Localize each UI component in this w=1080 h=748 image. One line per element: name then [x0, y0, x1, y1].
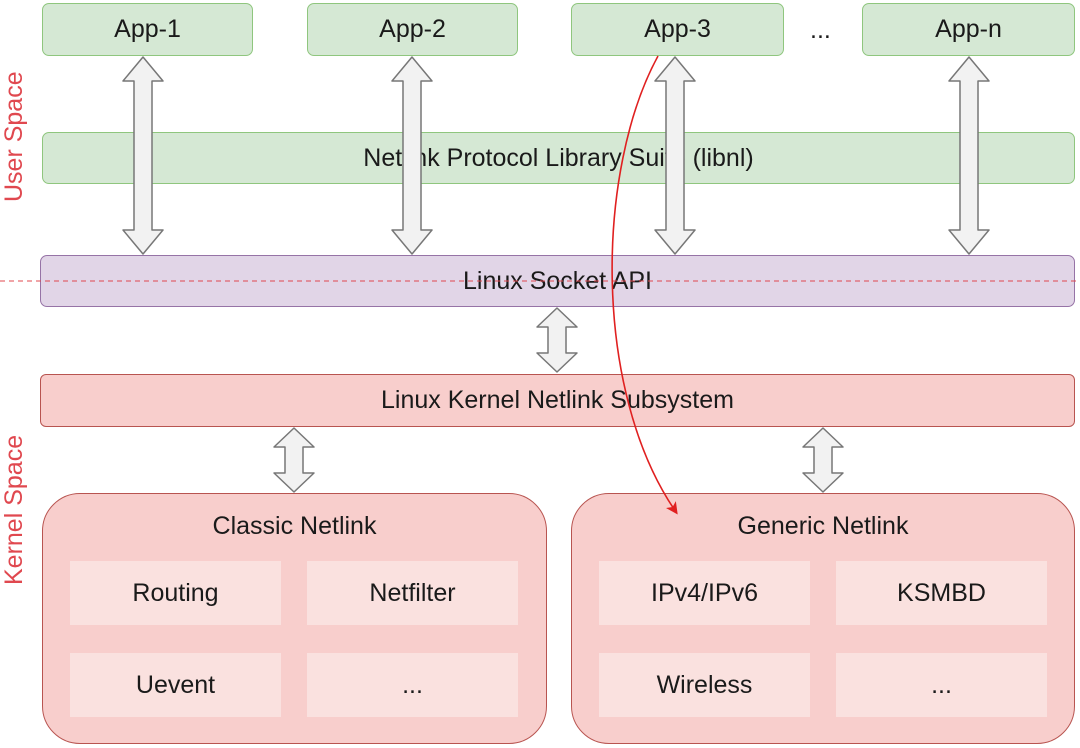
generic-cell-ipv4-ipv6: IPv4/IPv6 [599, 561, 810, 625]
libnl-bar: Netlink Protocol Library Suite (libnl) [42, 132, 1075, 184]
app-box-1: App-1 [42, 3, 253, 56]
app-box-3: App-3 [571, 3, 784, 56]
generic-cell-wireless: Wireless [599, 653, 810, 717]
classic-cell-more: ... [307, 653, 518, 717]
classic-cell-netfilter: Netfilter [307, 561, 518, 625]
app-label: App-n [935, 15, 1002, 43]
app-box-2: App-2 [307, 3, 518, 56]
kernel-space-label: Kernel Space [0, 434, 28, 585]
classic-cell-uevent: Uevent [70, 653, 281, 717]
generic-cell-more: ... [836, 653, 1047, 717]
generic-netlink-title: Generic Netlink [737, 512, 909, 540]
double-arrow-socket-kernel [536, 307, 578, 373]
app-label: App-1 [114, 15, 181, 43]
kernel-netlink-subsystem-bar: Linux Kernel Netlink Subsystem [40, 374, 1075, 427]
classic-netlink-title: Classic Netlink [212, 512, 377, 540]
apps-ellipsis: ... [810, 16, 831, 44]
app-label: App-3 [644, 15, 711, 43]
classic-cell-routing: Routing [70, 561, 281, 625]
generic-cell-ksmbd: KSMBD [836, 561, 1047, 625]
kernel-netlink-subsystem-label: Linux Kernel Netlink Subsystem [381, 386, 734, 414]
libnl-label: Netlink Protocol Library Suite (libnl) [363, 143, 754, 172]
user-space-label: User Space [0, 71, 28, 202]
socket-api-label: Linux Socket API [462, 266, 652, 295]
double-arrow-kernel-generic [802, 427, 844, 493]
app-label: App-2 [379, 15, 446, 43]
double-arrow-kernel-classic [273, 427, 315, 493]
socket-api-bar: Linux Socket API [40, 255, 1075, 307]
app-box-n: App-n [862, 3, 1075, 56]
